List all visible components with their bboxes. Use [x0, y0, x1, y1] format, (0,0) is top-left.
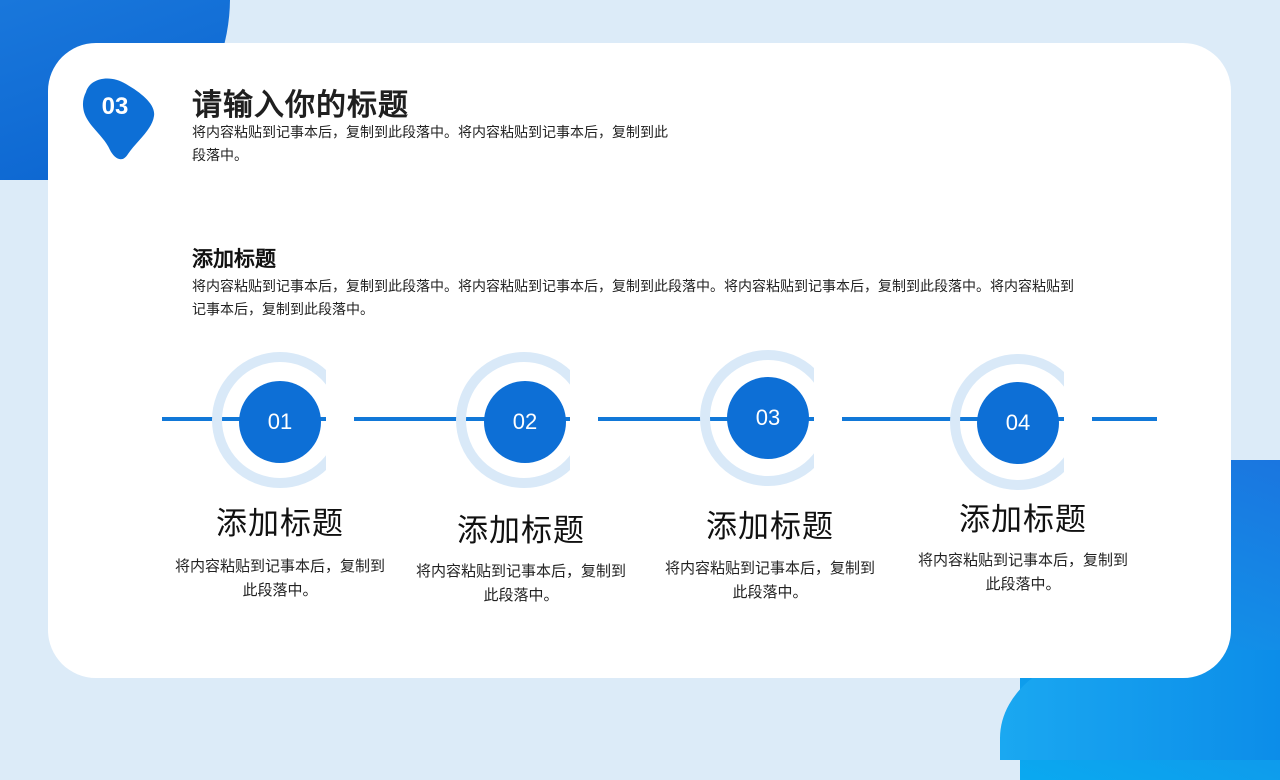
step-ring-gap — [1064, 354, 1092, 490]
step-ring-gap — [326, 352, 354, 488]
step-description: 将内容粘贴到记事本后，复制到此段落中。 — [416, 563, 627, 604]
step-title: 添加标题 — [457, 513, 585, 548]
step-title: 添加标题 — [706, 509, 834, 544]
step-description: 将内容粘贴到记事本后，复制到此段落中。 — [918, 552, 1129, 593]
step-description: 将内容粘贴到记事本后，复制到此段落中。 — [175, 558, 386, 599]
section-badge-icon — [82, 78, 155, 160]
step-ring-gap — [570, 352, 598, 488]
step-number-circle: 03 — [727, 377, 809, 459]
intro-description: 将内容粘贴到记事本后，复制到此段落中。将内容粘贴到记事本后，复制到此段落中。将内… — [192, 278, 1074, 317]
step-ring-gap — [814, 350, 842, 486]
step-number-circle: 01 — [239, 381, 321, 463]
step-description: 将内容粘贴到记事本后，复制到此段落中。 — [665, 560, 876, 601]
timeline-line — [162, 417, 1157, 421]
page-description: 将内容粘贴到记事本后，复制到此段落中。将内容粘贴到记事本后，复制到此段落中。 — [192, 124, 668, 163]
step-number-circle: 02 — [484, 381, 566, 463]
step-title: 添加标题 — [216, 506, 344, 541]
intro-title: 添加标题 — [192, 248, 276, 271]
page-title: 请输入你的标题 — [192, 89, 409, 122]
step-title: 添加标题 — [959, 502, 1087, 537]
step-number-circle: 04 — [977, 382, 1059, 464]
section-number: 03 — [101, 93, 129, 120]
